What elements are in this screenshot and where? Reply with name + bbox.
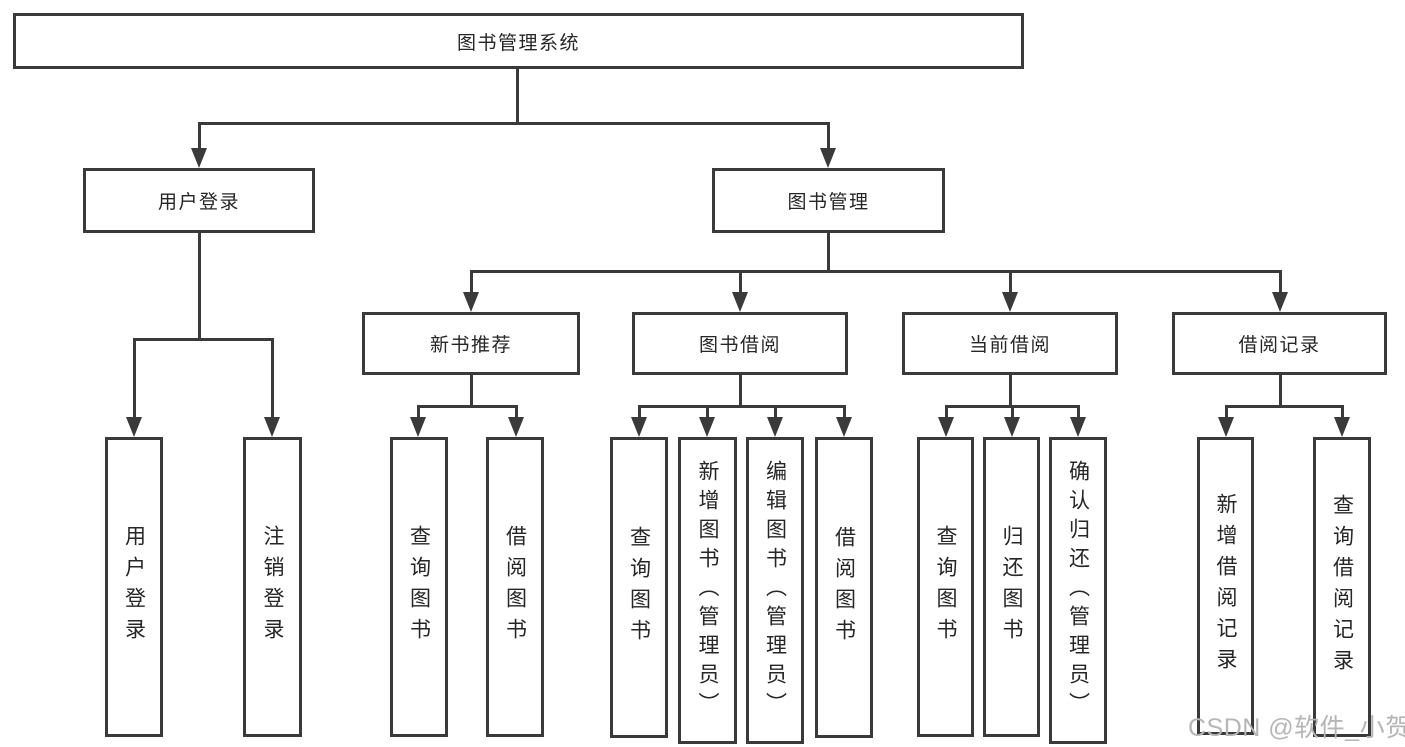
arrowhead-down-icon — [699, 417, 715, 437]
leaf-newbook-query-label: 查询图书 — [407, 525, 431, 649]
leaf-user-login-label: 用户登录 — [122, 525, 146, 649]
connector-level2-bar — [197, 122, 830, 125]
node-current-borrow-label: 当前借阅 — [968, 335, 1051, 356]
node-library-system: 图书管理系统 — [13, 13, 1024, 69]
connector-level3-bar — [469, 270, 1282, 273]
node-borrow-records: 借阅记录 — [1172, 312, 1387, 375]
connector-arrow-stem — [270, 338, 274, 419]
node-library-system-label: 图书管理系统 — [456, 32, 580, 54]
leaf-user-login: 用户登录 — [105, 437, 163, 737]
node-new-book-recommend: 新书推荐 — [362, 312, 580, 375]
connector-book-borrow-bar — [637, 405, 846, 408]
leaf-records-add-label: 新增借阅记录 — [1214, 493, 1237, 679]
connector-book-mgmt-stub — [826, 233, 830, 273]
arrowhead-down-icon — [631, 417, 647, 437]
leaf-records-query-label: 查询借阅记录 — [1330, 494, 1354, 680]
leaf-newbook-borrow: 借阅图书 — [486, 437, 544, 737]
connector-arrow-stem — [514, 405, 518, 419]
connector-arrow-stem — [842, 405, 846, 419]
arrowhead-down-icon — [767, 417, 783, 437]
arrowhead-down-icon — [820, 148, 836, 168]
connector-arrow-stem — [1076, 405, 1080, 419]
connector-arrow-stem — [416, 405, 420, 419]
arrowhead-down-icon — [463, 292, 479, 312]
leaf-records-add: 新增借阅记录 — [1197, 437, 1254, 735]
leaf-borrow-query: 查询图书 — [610, 437, 668, 738]
leaf-borrow-add-admin: 新增图书（管理员） — [678, 437, 737, 744]
connector-user-login-stub — [197, 233, 201, 341]
leaf-borrow-edit-admin: 编辑图书（管理员） — [746, 437, 804, 744]
connector-arrow-stem — [132, 338, 136, 419]
arrowhead-down-icon — [1334, 417, 1350, 437]
node-user-login: 用户登录 — [83, 168, 315, 233]
leaf-current-query: 查询图书 — [917, 437, 974, 737]
node-book-management: 图书管理 — [712, 168, 945, 233]
connector-arrow-stem — [1010, 405, 1014, 419]
arrowhead-down-icon — [938, 417, 954, 437]
connector-arrow-stem — [944, 405, 948, 419]
leaf-borrow-edit-admin-label: 编辑图书（管理员） — [763, 460, 787, 721]
connector-current-borrow-stub — [1008, 374, 1012, 408]
arrowhead-down-icon — [1070, 417, 1086, 437]
arrowhead-down-icon — [264, 417, 280, 437]
arrowhead-down-icon — [191, 148, 207, 168]
node-book-borrow-label: 图书借阅 — [698, 335, 781, 356]
leaf-borrow-borrow: 借阅图书 — [815, 437, 873, 738]
node-book-management-label: 图书管理 — [787, 192, 870, 213]
csdn-watermark: CSDN @软件_小贺同学 — [1188, 714, 1405, 742]
arrowhead-down-icon — [126, 417, 142, 437]
connector-arrow-stem — [1340, 405, 1344, 419]
leaf-borrow-borrow-label: 借阅图书 — [832, 525, 856, 650]
leaf-logout: 注销登录 — [243, 437, 302, 737]
connector-arrow-stem — [1278, 270, 1282, 294]
leaf-logout-label: 注销登录 — [261, 525, 284, 649]
leaf-newbook-borrow-label: 借阅图书 — [503, 525, 527, 649]
arrowhead-down-icon — [836, 417, 852, 437]
connector-root-stub — [515, 69, 519, 125]
leaf-current-confirm-admin-label: 确认归还（管理员） — [1066, 460, 1090, 721]
arrowhead-down-icon — [508, 417, 524, 437]
arrowhead-down-icon — [410, 417, 426, 437]
connector-arrow-stem — [1008, 270, 1012, 294]
leaf-borrow-add-admin-label: 新增图书（管理员） — [696, 460, 719, 721]
node-new-book-recommend-label: 新书推荐 — [429, 335, 512, 356]
connector-arrow-stem — [637, 405, 641, 419]
arrowhead-down-icon — [732, 292, 748, 312]
connector-arrow-stem — [826, 122, 830, 150]
leaf-current-return-label: 归还图书 — [1000, 525, 1023, 649]
leaf-borrow-query-label: 查询图书 — [627, 525, 651, 650]
node-book-borrow: 图书借阅 — [632, 312, 848, 375]
connector-arrow-stem — [197, 122, 201, 150]
connector-arrow-stem — [738, 270, 742, 294]
connector-records-stub — [1278, 374, 1282, 408]
connector-records-bar — [1224, 405, 1343, 408]
connector-book-borrow-stub — [738, 374, 742, 408]
connector-new-book-stub — [469, 374, 473, 408]
arrowhead-down-icon — [1002, 292, 1018, 312]
node-user-login-label: 用户登录 — [157, 192, 240, 213]
leaf-newbook-query: 查询图书 — [390, 437, 448, 737]
arrowhead-down-icon — [1004, 417, 1020, 437]
connector-arrow-stem — [705, 405, 709, 419]
connector-new-book-bar — [416, 405, 518, 408]
leaf-current-return: 归还图书 — [983, 437, 1040, 737]
connector-arrow-stem — [1224, 405, 1228, 419]
leaf-records-query: 查询借阅记录 — [1313, 437, 1371, 737]
arrowhead-down-icon — [1272, 292, 1288, 312]
node-borrow-records-label: 借阅记录 — [1238, 335, 1321, 356]
connector-user-login-bar — [132, 338, 274, 341]
connector-arrow-stem — [469, 270, 473, 294]
node-current-borrow: 当前借阅 — [902, 312, 1118, 375]
arrowhead-down-icon — [1218, 417, 1234, 437]
leaf-current-query-label: 查询图书 — [934, 525, 957, 649]
leaf-current-confirm-admin: 确认归还（管理员） — [1049, 437, 1107, 744]
connector-arrow-stem — [773, 405, 777, 419]
